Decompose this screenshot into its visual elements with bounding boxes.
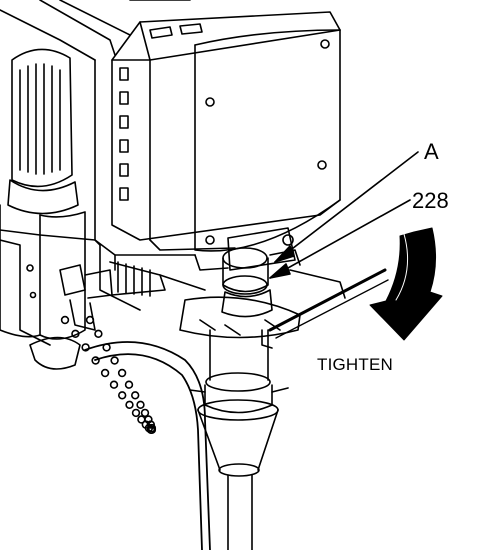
hose-fittings	[29, 261, 211, 550]
tighten-arrow-shape	[369, 227, 443, 341]
valve-assembly	[194, 227, 301, 318]
pump-lower	[179, 296, 301, 550]
callout-leaders	[269, 151, 419, 279]
callout-label-a: A	[424, 139, 439, 164]
leader-228-arrowhead	[269, 263, 291, 279]
leader-a	[274, 151, 419, 263]
chain-bead	[140, 408, 150, 418]
callout-label-228: 228	[412, 188, 449, 213]
chain-bead	[131, 408, 141, 418]
chain-bead	[131, 391, 140, 400]
bead-chain	[60, 315, 157, 434]
chain-bead	[94, 329, 103, 338]
chain-bead	[124, 380, 134, 389]
chain-bead	[117, 391, 127, 400]
leader-a-arrowhead	[274, 245, 295, 263]
chain-bead	[144, 415, 153, 424]
chain-bead	[110, 356, 119, 365]
chain-bead	[117, 368, 127, 378]
handle-bar	[261, 268, 389, 349]
chain-bead	[102, 343, 111, 352]
chain-bead	[91, 356, 100, 365]
chain-bead	[109, 380, 119, 389]
chain-bead	[60, 315, 70, 325]
control-box	[111, 11, 341, 252]
chain-bead	[81, 343, 90, 352]
chain-bead	[100, 368, 110, 378]
chain-bead	[71, 329, 80, 338]
motor-canister	[0, 48, 86, 340]
chain-bead	[136, 400, 145, 409]
tighten-arrow	[369, 227, 443, 341]
tighten-label: TIGHTEN	[317, 355, 394, 374]
leader-228	[269, 199, 411, 279]
chain-bead	[125, 400, 134, 409]
chain-bead	[85, 315, 95, 325]
